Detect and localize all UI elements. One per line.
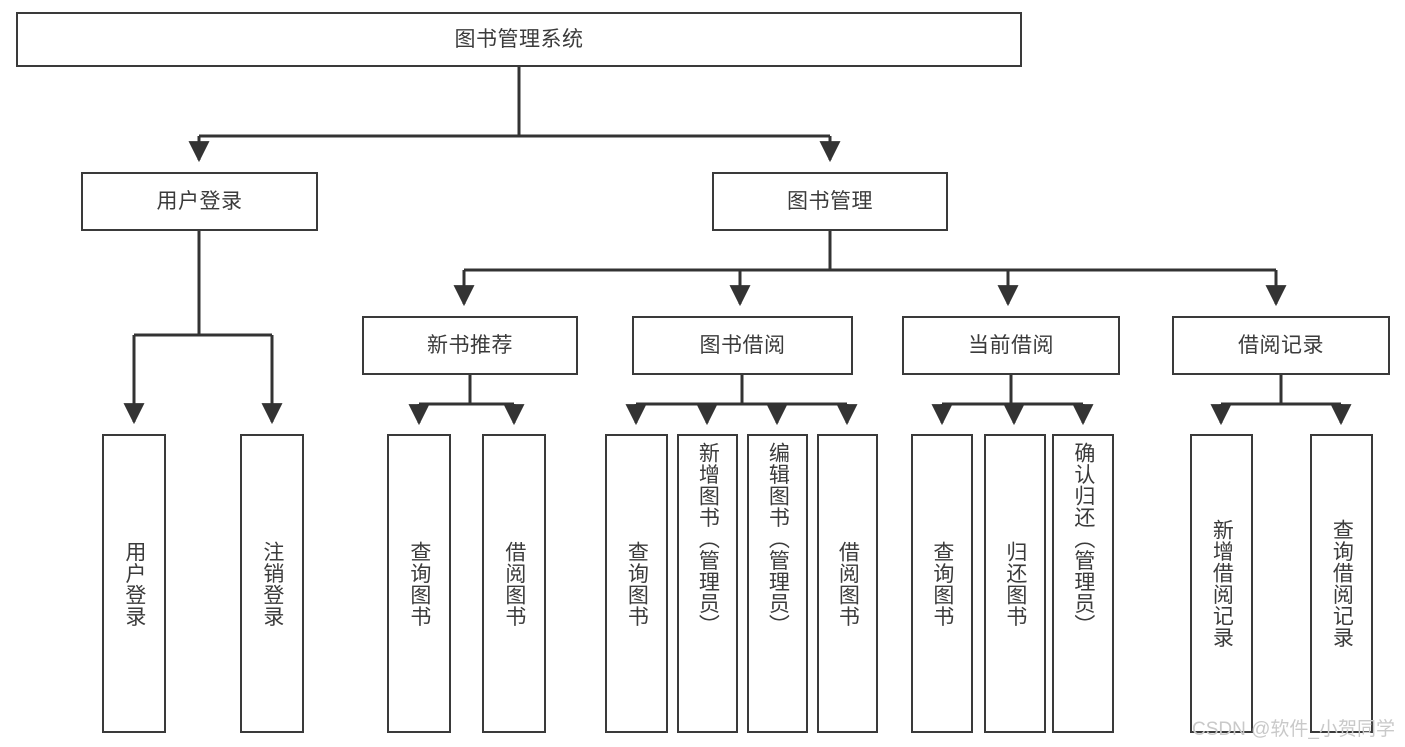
node-book-management[interactable]: 图书管理 <box>712 172 948 231</box>
node-book-borrow[interactable]: 图书借阅 <box>632 316 853 375</box>
leaf-add-borrow-record-label: 新增借阅记录 <box>1210 519 1234 648</box>
node-current-borrow[interactable]: 当前借阅 <box>902 316 1120 375</box>
node-borrow-record[interactable]: 借阅记录 <box>1172 316 1390 375</box>
leaf-borrow-book-newbook[interactable]: 借阅图书 <box>482 434 546 733</box>
leaf-query-borrow-record-label: 查询借阅记录 <box>1330 519 1354 648</box>
node-user-login[interactable]: 用户登录 <box>81 172 318 231</box>
leaf-borrow-book-label: 借阅图书 <box>836 540 860 627</box>
node-current-borrow-label: 当前借阅 <box>968 333 1054 357</box>
leaf-query-book-borrow[interactable]: 查询图书 <box>605 434 668 733</box>
leaf-edit-book-admin[interactable]: 编辑图书（管理员） <box>747 434 808 733</box>
leaf-borrow-book-newbook-label: 借阅图书 <box>502 540 526 627</box>
leaf-user-login[interactable]: 用户登录 <box>102 434 166 733</box>
node-user-login-label: 用户登录 <box>156 189 243 213</box>
node-new-book-recommend-label: 新书推荐 <box>427 333 513 357</box>
node-new-book-recommend[interactable]: 新书推荐 <box>362 316 578 375</box>
leaf-return-book[interactable]: 归还图书 <box>984 434 1046 733</box>
node-book-management-label: 图书管理 <box>787 189 873 213</box>
csdn-watermark: CSDN @软件_小贺同学 <box>1192 719 1395 740</box>
leaf-edit-book-admin-label: 编辑图书（管理员） <box>766 442 790 636</box>
leaf-borrow-book[interactable]: 借阅图书 <box>817 434 878 733</box>
node-borrow-record-label: 借阅记录 <box>1238 333 1324 357</box>
leaf-confirm-return-admin-label: 确认归还（管理员） <box>1071 442 1095 636</box>
node-root-label: 图书管理系统 <box>454 27 584 51</box>
leaf-user-login-label: 用户登录 <box>122 540 146 627</box>
leaf-add-book-admin-label: 新增图书（管理员） <box>696 442 720 636</box>
leaf-add-borrow-record[interactable]: 新增借阅记录 <box>1190 434 1253 733</box>
leaf-query-book-borrow-label: 查询图书 <box>625 540 649 627</box>
leaf-query-book-current[interactable]: 查询图书 <box>911 434 973 733</box>
leaf-user-logout[interactable]: 注销登录 <box>240 434 304 733</box>
node-root[interactable]: 图书管理系统 <box>16 12 1022 67</box>
node-book-borrow-label: 图书借阅 <box>699 333 786 357</box>
leaf-return-book-label: 归还图书 <box>1003 540 1027 627</box>
leaf-query-book-newbook-label: 查询图书 <box>407 540 431 627</box>
leaf-query-borrow-record[interactable]: 查询借阅记录 <box>1310 434 1373 733</box>
leaf-confirm-return-admin[interactable]: 确认归还（管理员） <box>1052 434 1114 733</box>
leaf-query-book-current-label: 查询图书 <box>930 540 954 627</box>
leaf-user-logout-label: 注销登录 <box>260 540 284 627</box>
leaf-query-book-newbook[interactable]: 查询图书 <box>387 434 451 733</box>
leaf-add-book-admin[interactable]: 新增图书（管理员） <box>677 434 738 733</box>
